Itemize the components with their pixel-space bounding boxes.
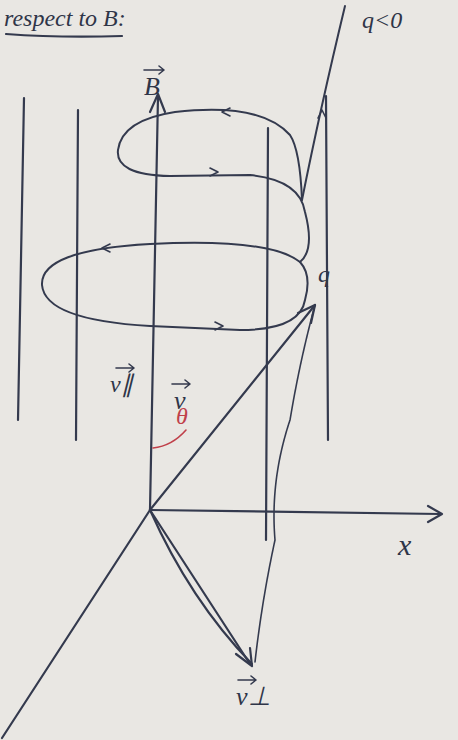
perpendicular-velocity-label: v⊥ (236, 684, 271, 710)
parallel-velocity-label: v∥ (110, 372, 133, 396)
charge-sign: q<0 (362, 8, 402, 32)
axis-label: x (398, 530, 411, 560)
heading-note: respect to B: (4, 6, 126, 30)
angle-label: θ (176, 404, 188, 428)
charge-label: q (318, 262, 330, 286)
field-label: B (144, 74, 160, 100)
